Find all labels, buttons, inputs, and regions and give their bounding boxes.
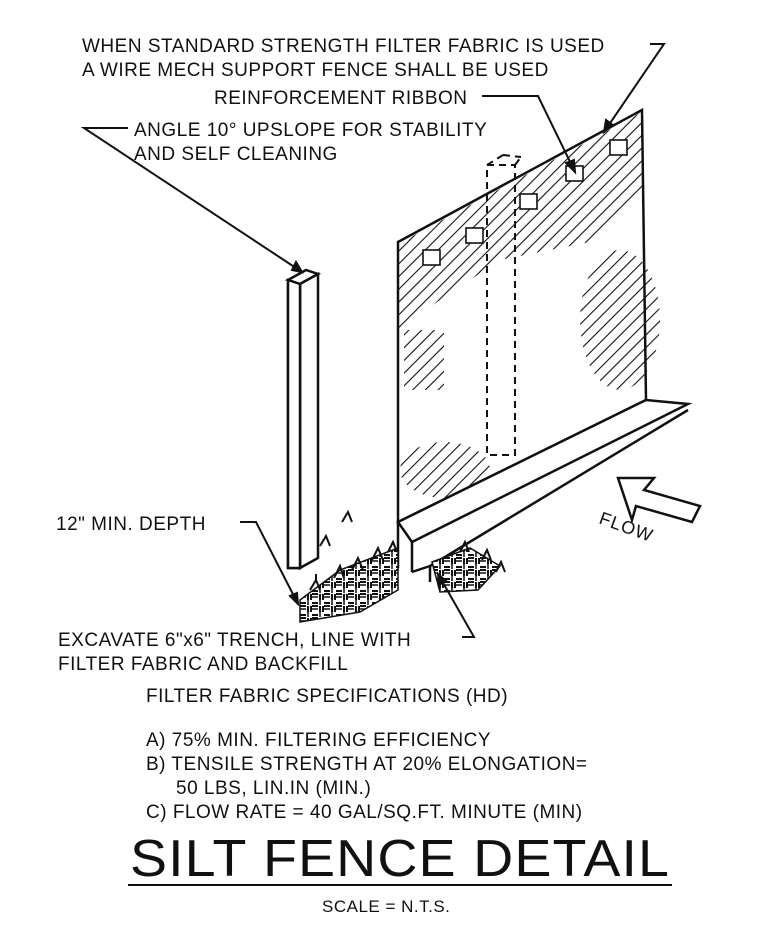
wire-mesh-note-line2: A WIRE MECH SUPPORT FENCE SHALL BE USED [82,60,549,81]
depth-note: 12" MIN. DEPTH [56,514,206,535]
drawing-title: SILT FENCE DETAIL [130,830,670,888]
scale-note: SCALE = N.T.S. [322,897,450,916]
flow-arrow-icon: FLOW [597,476,702,546]
spec-item-b-line2: 50 LBS, LIN.IN (MIN.) [176,778,371,799]
spec-item-b-line1: B) TENSILE STRENGTH AT 20% ELONGATION= [146,754,588,775]
trench-note-line1: EXCAVATE 6"x6" TRENCH, LINE WITH [58,630,411,651]
spec-heading: FILTER FABRIC SPECIFICATIONS (HD) [146,686,508,707]
filter-fabric-panel [396,107,660,525]
hidden-post [486,154,522,456]
spec-item-c: C) FLOW RATE = 40 GAL/SQ.FT. MINUTE (MIN… [146,802,583,823]
angle-note-line1: ANGLE 10° UPSLOPE FOR STABILITY [134,120,487,141]
fabric-specifications: FILTER FABRIC SPECIFICATIONS (HD) A) 75%… [146,686,588,823]
soil-backfill [299,509,506,623]
wire-mesh-note-line1: WHEN STANDARD STRENGTH FILTER FABRIC IS … [82,36,605,57]
fabric-trench-lip [396,398,693,582]
leader-lines [80,43,666,638]
flow-label: FLOW [597,508,656,546]
ribbon-note: REINFORCEMENT RIBBON [214,88,468,109]
reinforcement-ribbon [422,139,628,266]
spec-item-a: A) 75% MIN. FILTERING EFFICIENCY [146,730,491,751]
grass-tufts [309,509,506,591]
wooden-post [284,268,322,571]
angle-note-line2: AND SELF CLEANING [134,144,338,165]
trench-note-line2: FILTER FABRIC AND BACKFILL [58,654,348,675]
